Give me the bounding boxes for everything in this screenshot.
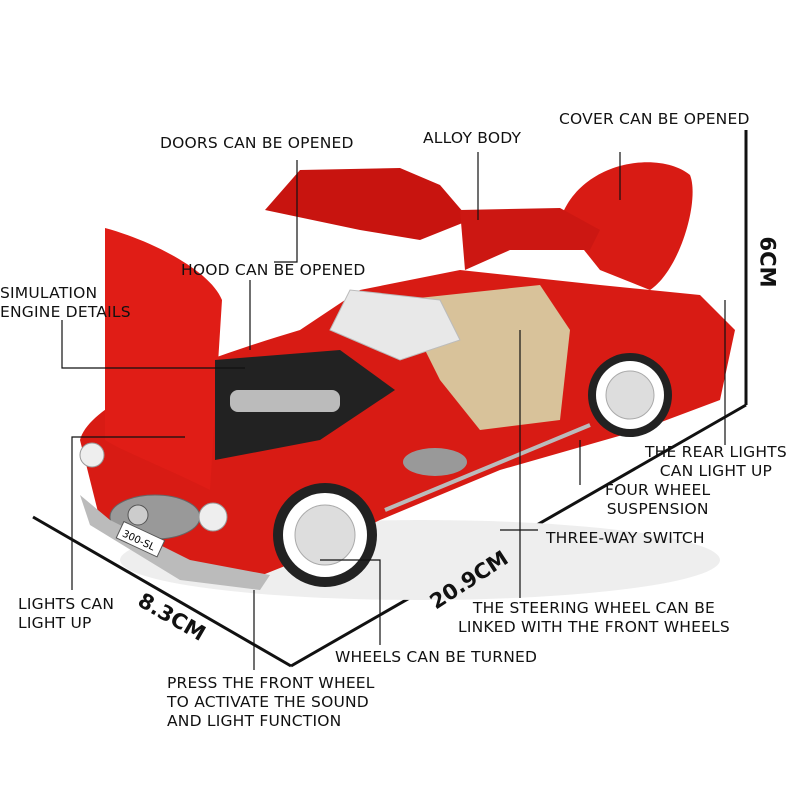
label-line: LIGHTS CAN xyxy=(18,595,115,613)
dimension-height: 6CM xyxy=(755,236,780,288)
label-alloy-body: ALLOY BODY xyxy=(423,129,522,147)
trunk-cover xyxy=(560,162,693,290)
hood xyxy=(105,228,222,490)
label-line: CAN LIGHT UP xyxy=(659,462,773,480)
label-line: PRESS THE FRONT WHEEL xyxy=(167,674,375,692)
label-cover: COVER CAN BE OPENED xyxy=(559,110,750,128)
rear-wheel xyxy=(588,353,672,437)
label-line: THE STEERING WHEEL CAN BE xyxy=(472,599,716,617)
label-line: LIGHT UP xyxy=(18,614,92,632)
label-line: LINKED WITH THE FRONT WHEELS xyxy=(458,618,730,636)
car-body xyxy=(80,270,735,580)
label-line: AND LIGHT FUNCTION xyxy=(167,712,342,730)
label-line: SUSPENSION xyxy=(606,500,709,518)
right-door xyxy=(460,208,600,270)
leader-lines xyxy=(61,152,726,670)
left-door xyxy=(265,168,470,240)
headlight-right xyxy=(198,502,228,532)
label-line: FOUR WHEEL xyxy=(605,481,711,499)
front-wheel xyxy=(273,483,377,587)
windshield xyxy=(329,289,461,361)
label-line: TO ACTIVATE THE SOUND xyxy=(167,693,369,711)
label-wheels: WHEELS CAN BE TURNED xyxy=(335,648,538,666)
label-line: SIMULATION xyxy=(0,284,98,302)
label-switch: THREE-WAY SWITCH xyxy=(546,529,705,547)
label-line: ENGINE DETAILS xyxy=(0,303,131,321)
label-hood: HOOD CAN BE OPENED xyxy=(181,261,366,279)
label-line: THE REAR LIGHTS xyxy=(645,443,787,461)
label-doors: DOORS CAN BE OPENED xyxy=(160,134,354,152)
headlight-left xyxy=(79,442,105,468)
